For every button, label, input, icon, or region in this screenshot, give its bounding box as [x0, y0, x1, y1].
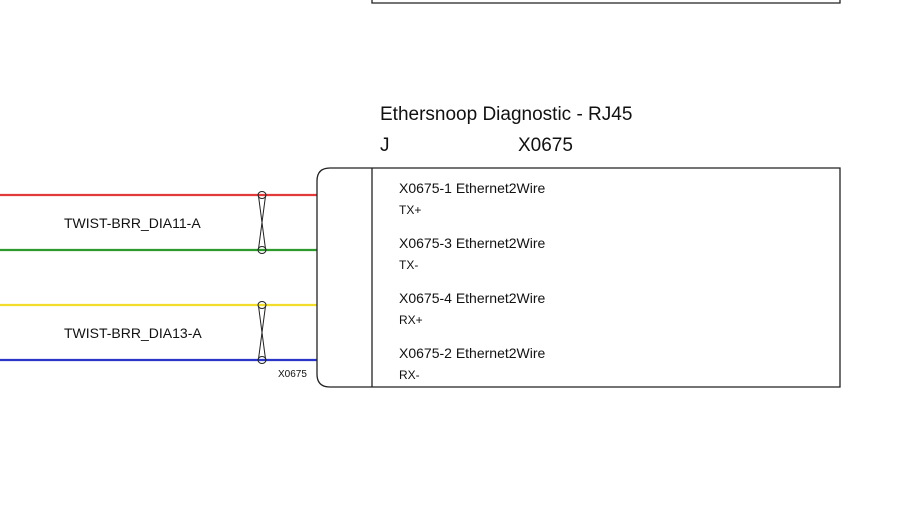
pin-signal: RX+	[399, 313, 423, 327]
pin-label: X0675-3 Ethernet2Wire	[399, 235, 546, 251]
pin-label: X0675-4 Ethernet2Wire	[399, 290, 546, 306]
connector-title: Ethersnoop Diagnostic - RJ45	[380, 104, 633, 125]
connector-ref-small: X0675	[278, 369, 307, 380]
pin-signal: RX-	[399, 368, 420, 382]
connector-body	[316, 167, 841, 388]
upper-connector-box-edge	[371, 0, 841, 4]
twist-label: TWIST-BRR_DIA13-A	[64, 325, 202, 341]
pin-signal: TX+	[399, 203, 422, 217]
pin-label: X0675-2 Ethernet2Wire	[399, 345, 546, 361]
twist-symbol-1	[257, 191, 267, 254]
pin-signal: TX-	[399, 258, 419, 272]
connector-type-label: J	[380, 135, 390, 156]
twist-label: TWIST-BRR_DIA11-A	[64, 215, 201, 231]
connector-ref: X0675	[518, 135, 573, 156]
pin-label: X0675-1 Ethernet2Wire	[399, 180, 546, 196]
twist-symbol-2	[257, 301, 267, 364]
